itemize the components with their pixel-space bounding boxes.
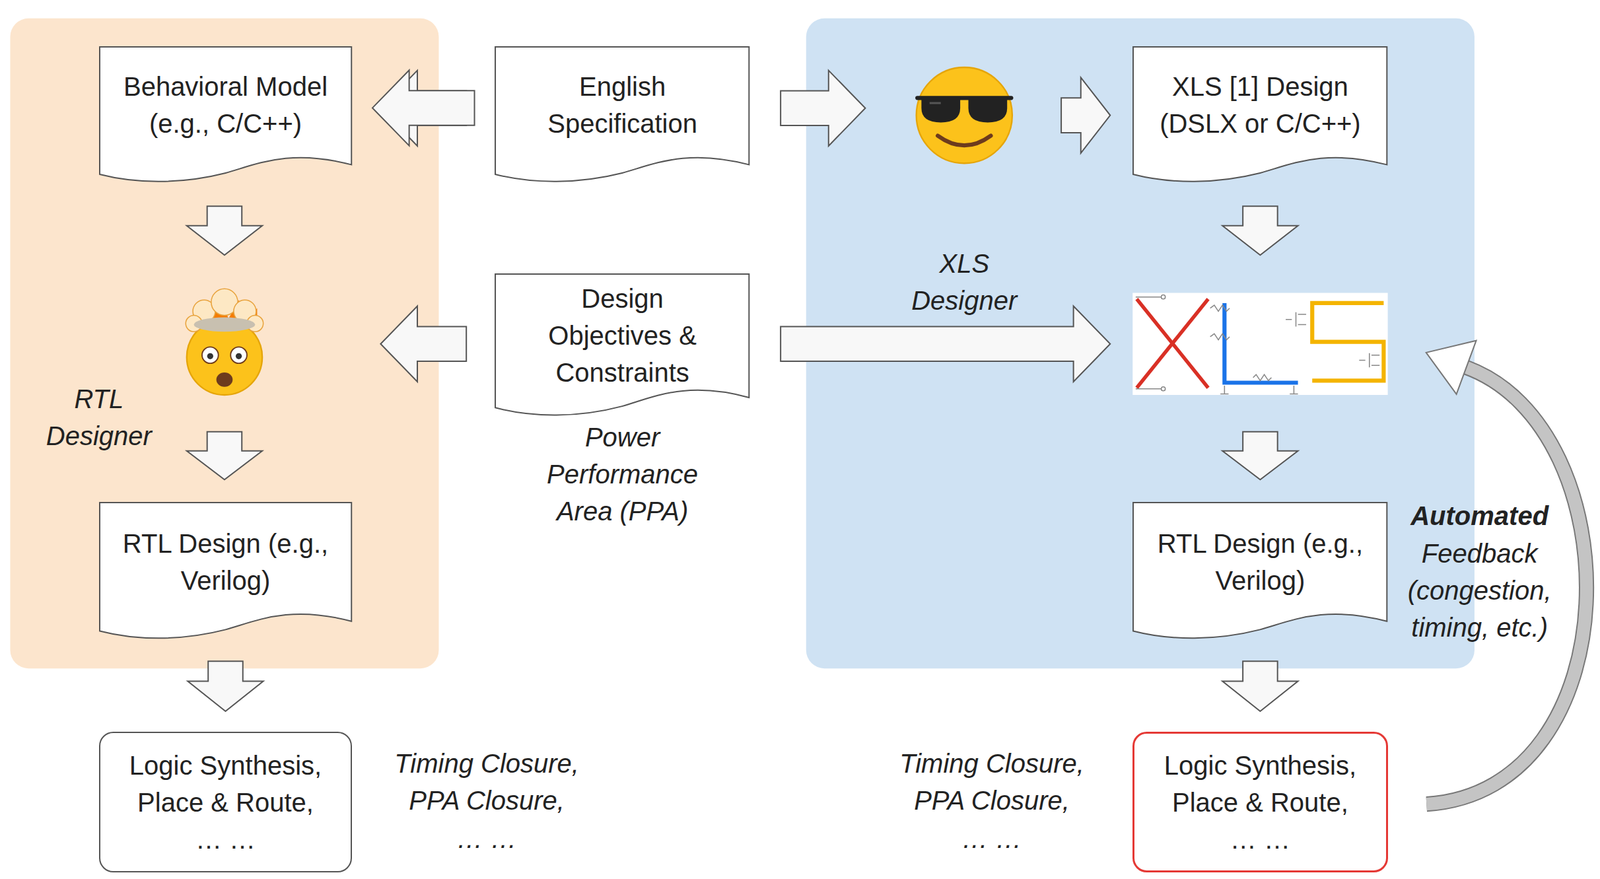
- designer-panel: Behavioral Model (e.g., C/C++) RTL Design…: [9, 18, 439, 669]
- node-text: English Specification: [507, 68, 737, 142]
- node-text: Logic Synthesis, Place & Route,: [112, 746, 339, 821]
- resistor-symbol: [1210, 305, 1272, 381]
- smile: [937, 136, 991, 146]
- node-text: Design Objectives & Constraints: [526, 279, 719, 391]
- feedback-arrow-head: [1426, 340, 1477, 395]
- role-label: XLS Designer: [898, 244, 1031, 319]
- annotation-label: Automated: [1393, 497, 1566, 535]
- lens: [968, 97, 1008, 123]
- terminal: [1161, 295, 1166, 300]
- document-outline-path: [99, 46, 352, 182]
- block-arrow: [1061, 77, 1111, 153]
- designer-panel: XLS [1] Design (DSLX or C/C++) RTL Design…: [806, 18, 1475, 669]
- x-stroke: [1136, 299, 1208, 388]
- eye: [230, 346, 247, 364]
- xls-logo-illustration: [1132, 292, 1388, 395]
- document-box: English Specification: [494, 46, 750, 185]
- annotation-slot: Timing Closure, PPA Closure,: [882, 744, 1101, 819]
- annotation-label: … …: [377, 820, 596, 858]
- node-text: … …: [1145, 820, 1375, 858]
- process-box: Logic Synthesis, Place & Route,… …: [1132, 731, 1388, 873]
- annotation-slot: Timing Closure, PPA Closure,: [377, 744, 596, 819]
- block-arrow: [372, 69, 475, 146]
- block-arrow: [186, 206, 263, 255]
- annotation-label: Feedback (congestion, timing, etc.): [1393, 534, 1566, 646]
- block-arrow: [1222, 431, 1298, 481]
- node-text: XLS [1] Design (DSLX or C/C++): [1145, 68, 1375, 142]
- eye: [202, 346, 219, 364]
- annotation-label: Timing Closure, PPA Closure,: [377, 744, 596, 819]
- transistor-symbol: [1285, 312, 1380, 368]
- annotation-slot: … …: [377, 820, 596, 858]
- x-stroke: [1136, 299, 1208, 388]
- document-outline-path: [495, 274, 749, 416]
- document-outline-path: [99, 502, 352, 638]
- lens: [921, 97, 961, 123]
- illustration-group: [9, 18, 1587, 805]
- cool-face-emoji: [916, 67, 1013, 164]
- node-text: … …: [112, 820, 339, 858]
- document-outline-path: [1133, 46, 1387, 182]
- document-box: XLS [1] Design (DSLX or C/C++): [1132, 46, 1388, 185]
- feedback-arrow: [1426, 340, 1587, 805]
- process-box: Logic Synthesis, Place & Route,… …: [99, 731, 352, 873]
- document-box: RTL Design (e.g., Verilog): [1132, 501, 1388, 641]
- block-arrow: [1222, 206, 1298, 255]
- annotation-slot: Feedback (congestion, timing, etc.): [1393, 534, 1566, 646]
- block-arrow: [186, 431, 263, 481]
- document-box: RTL Design (e.g., Verilog): [99, 501, 352, 641]
- l-stroke: [1224, 303, 1298, 383]
- block-arrow: [780, 70, 866, 146]
- annotation-label: Timing Closure, PPA Closure,: [882, 744, 1101, 819]
- mind-blown-emoji: [185, 288, 263, 395]
- terminal: [1161, 386, 1166, 391]
- wire: [1135, 297, 1162, 389]
- s-stroke: [1312, 303, 1384, 381]
- annotation-slot: … …: [882, 820, 1101, 858]
- node-text: Behavioral Model (e.g., C/C++): [112, 68, 339, 142]
- brain-edge: [194, 317, 256, 333]
- block-arrow: [1222, 660, 1298, 712]
- annotation-label: Power Performance Area (PPA): [533, 418, 712, 530]
- annotation-slot: Automated: [1393, 497, 1566, 535]
- annotation-label: … …: [882, 820, 1101, 858]
- document-outline-path: [495, 46, 749, 182]
- panel-label-slot: RTL Designer: [33, 380, 166, 455]
- annotation-slot: Power Performance Area (PPA): [533, 418, 712, 530]
- panel-ground: [9, 18, 439, 669]
- glint: [929, 102, 941, 105]
- document-box: Design Objectives & Constraints: [494, 273, 750, 418]
- block-arrow: [380, 306, 467, 382]
- node-text: RTL Design (e.g., Verilog): [112, 524, 339, 599]
- pupil: [235, 353, 242, 360]
- mouth: [216, 372, 234, 387]
- block-arrow: [187, 660, 263, 712]
- role-label: RTL Designer: [33, 380, 166, 455]
- block-arrow: [780, 306, 1111, 382]
- document-outline-path: [1133, 502, 1387, 638]
- face: [916, 67, 1013, 164]
- pupil: [207, 353, 214, 360]
- ground-symbol: [1220, 385, 1298, 394]
- panel-label-slot: XLS Designer: [898, 244, 1031, 319]
- node-text: Logic Synthesis, Place & Route,: [1145, 746, 1375, 821]
- node-text: RTL Design (e.g., Verilog): [1145, 524, 1375, 599]
- document-box: Behavioral Model (e.g., C/C++): [99, 46, 352, 185]
- logo-ground: [1132, 292, 1388, 395]
